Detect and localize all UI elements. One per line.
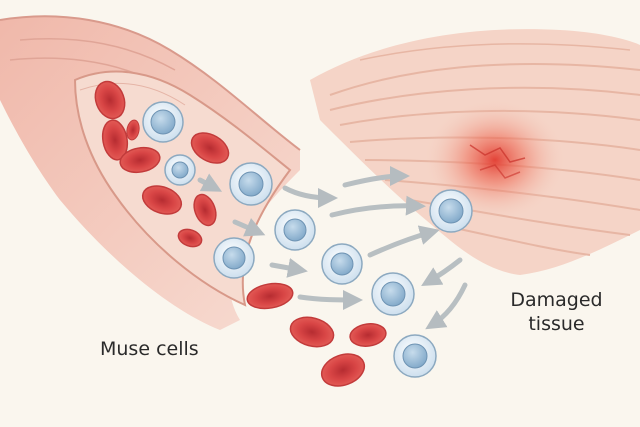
label-muse-cells: Muse cells [100,338,199,360]
red-blood-cell [141,185,183,215]
damaged-tissue [310,29,640,276]
label-damaged-line1: Damaged [510,289,603,311]
muse-cell [393,334,437,378]
arrow [282,185,338,208]
red-blood-cell [119,146,161,174]
label-damaged-tissue: Damaged tissue [509,289,604,337]
muse-cell [371,272,415,316]
muse-cell [229,162,273,206]
arrow [421,257,463,287]
muse-cell [213,237,255,279]
red-blood-cells [94,80,387,387]
muse-cell [164,154,196,186]
arrow [197,173,223,192]
red-blood-cell [289,316,335,348]
arrow [269,258,308,278]
red-blood-cell [126,119,140,141]
muse-cells [142,101,473,378]
arrow [329,195,426,218]
red-blood-cell [246,282,294,310]
red-blood-cell [94,80,126,120]
arrow [297,289,363,310]
red-blood-cell [320,353,366,387]
red-blood-cell [193,193,217,227]
red-blood-cell [349,323,387,347]
arrow [367,225,440,258]
muse-cell [321,243,363,285]
red-blood-cell [190,132,230,164]
red-blood-cell [177,228,203,248]
arrow [232,218,266,237]
muse-cell [429,189,473,233]
arrow [425,282,468,330]
injury-site [425,100,565,220]
migration-arrows [197,166,468,330]
muse-cell [142,101,184,143]
muse-cell [274,209,316,251]
label-damaged-line2: tissue [528,312,585,335]
arrow [342,166,410,188]
red-blood-cell [101,119,129,161]
